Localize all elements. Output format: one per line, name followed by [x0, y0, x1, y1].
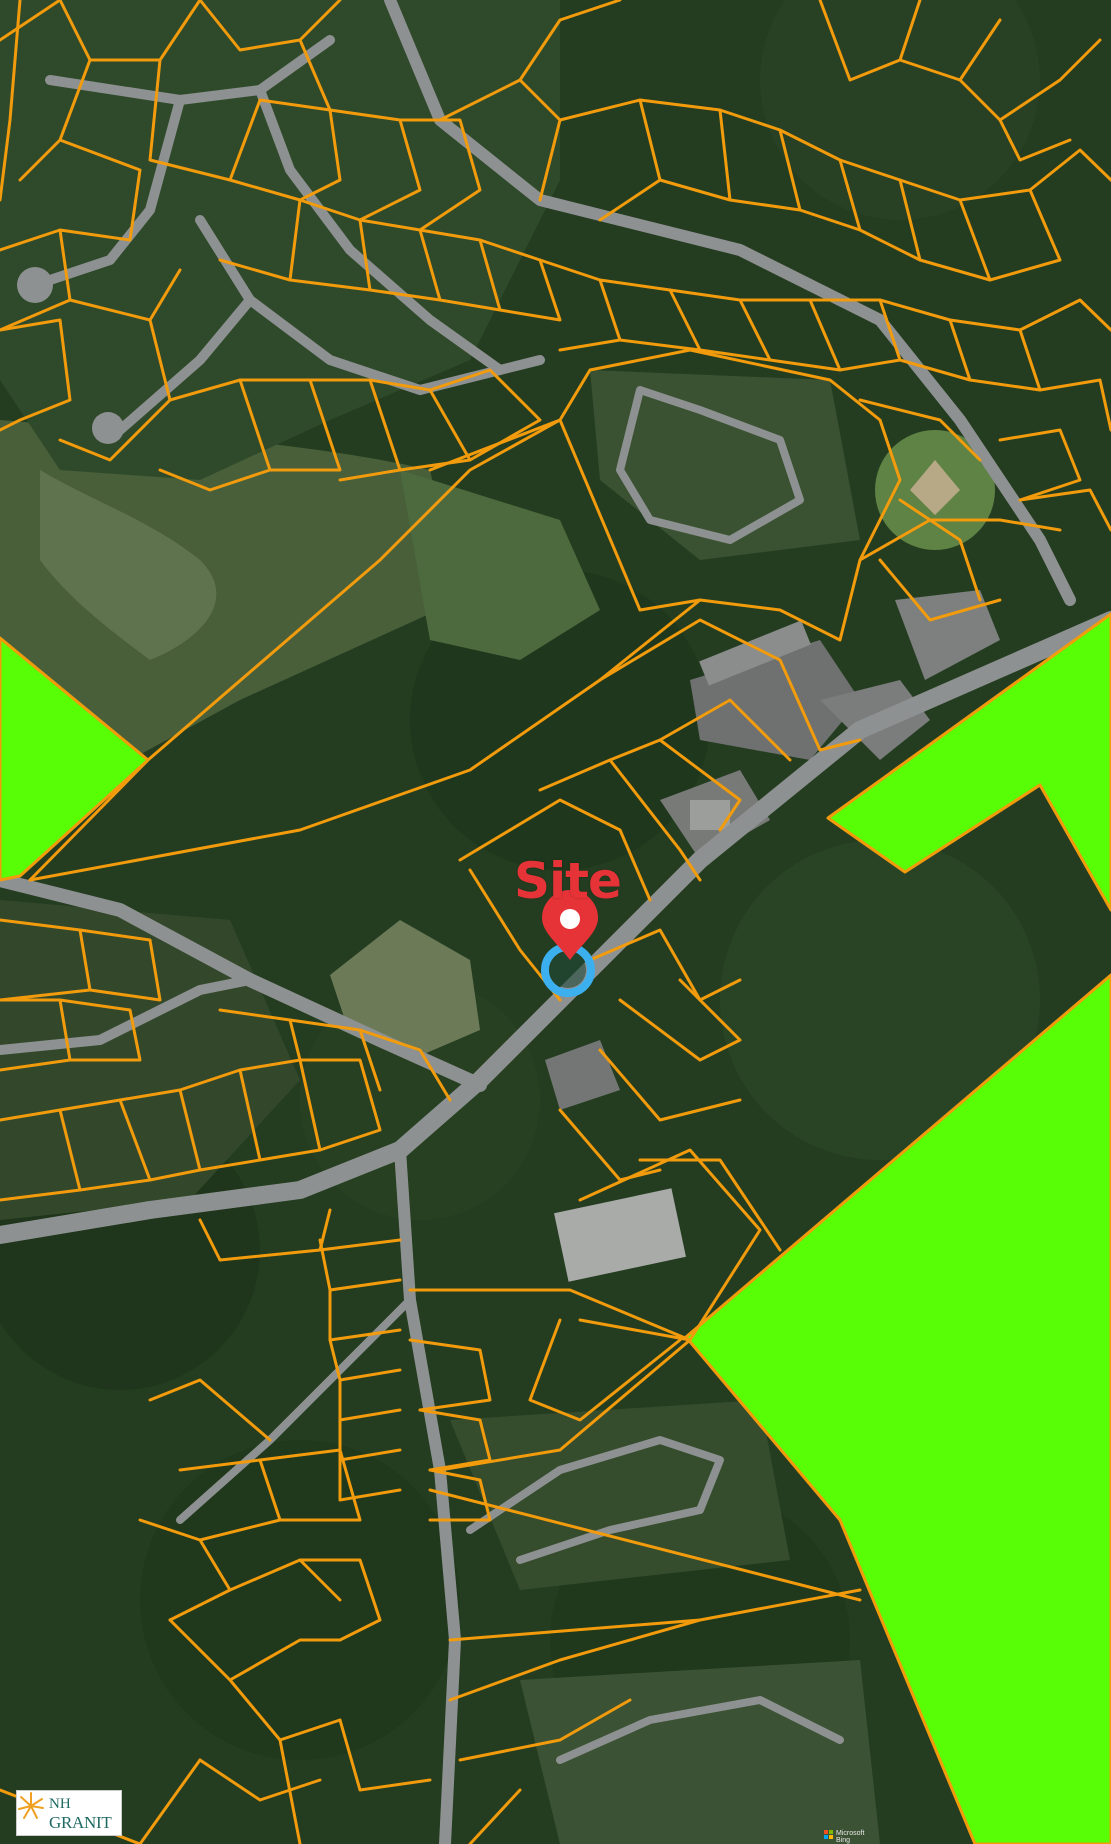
residential-street [0, 975, 255, 1055]
parking-lot [895, 590, 1000, 680]
highlighted-parcel-southeast [684, 973, 1111, 1844]
storage-buildings [554, 1188, 686, 1282]
residential-street [245, 295, 545, 395]
loop-road [616, 386, 804, 544]
parking-lot [545, 1040, 620, 1110]
cul-de-sac [17, 267, 53, 303]
map-pin-dot-icon [560, 909, 580, 929]
residential-street [255, 85, 505, 375]
credit-text-bing: Bing [836, 1837, 851, 1844]
sunburst-icon [18, 1792, 44, 1819]
condo-complex [450, 1400, 790, 1590]
wetland-area [0, 420, 460, 760]
condo-road [466, 1436, 724, 1564]
wetland-patch [40, 470, 217, 660]
residential-street [45, 35, 335, 105]
logo-text-nh: NH [49, 1796, 71, 1812]
microsoft-logo-icon [824, 1830, 828, 1834]
cul-de-sac [92, 412, 124, 444]
highlighted-parcel-west [0, 636, 150, 882]
mobile-home-park [590, 370, 860, 560]
credit-text-microsoft: Microsoft [836, 1830, 865, 1837]
condo-complex-south [520, 1660, 880, 1844]
north-road [384, 0, 1076, 606]
cemetery [330, 920, 480, 1060]
baseball-diamond [910, 460, 960, 515]
site-label: Site [514, 852, 622, 910]
meadow-area [400, 470, 600, 660]
logo-text-granit: GRANIT [49, 1813, 112, 1832]
site-parcel-fill [550, 952, 586, 988]
site-marker[interactable] [541, 890, 598, 997]
nh-granit-logo: NH GRANIT [16, 1790, 122, 1836]
highlighted-parcel-east [826, 612, 1111, 912]
condo-road [556, 1696, 844, 1764]
highlighted-parcels [0, 612, 1111, 1844]
basemap-credit: Microsoft Bing [824, 1829, 876, 1844]
building [699, 620, 811, 686]
